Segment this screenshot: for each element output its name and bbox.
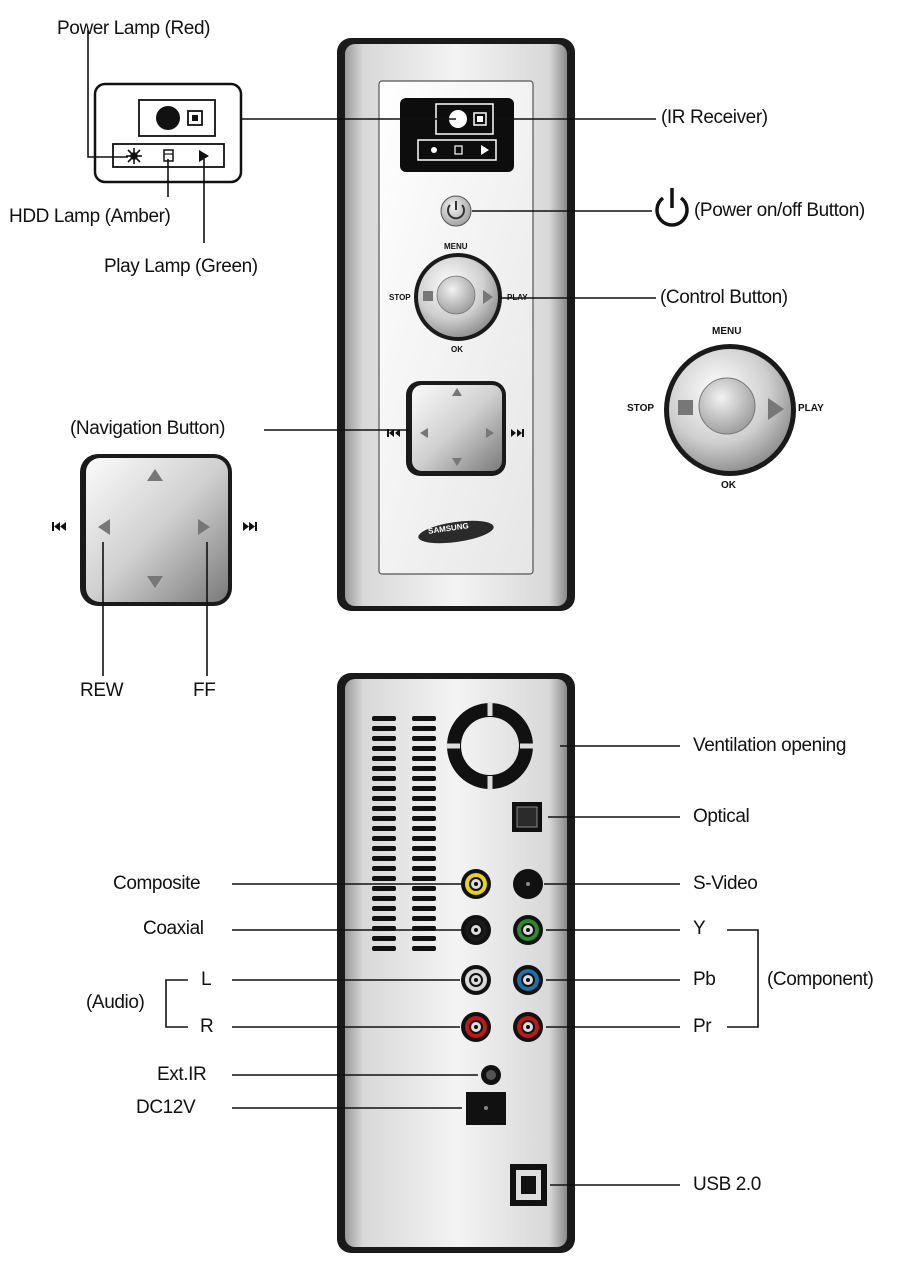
s-video-jack xyxy=(513,869,543,899)
ext-ir-label: Ext.IR xyxy=(157,1064,207,1085)
power-lamp-label: Power Lamp (Red) xyxy=(57,18,211,39)
component-label: (Component) xyxy=(767,969,874,990)
dc12v-port xyxy=(466,1092,506,1125)
control-button-detail xyxy=(664,344,796,476)
coaxial-jack xyxy=(461,915,491,945)
s-video-label: S-Video xyxy=(693,873,758,894)
device-menu-label: MENU xyxy=(444,242,468,251)
device-ok-label: OK xyxy=(451,345,463,354)
control-stop-label: STOP xyxy=(627,403,655,414)
rewind-icon xyxy=(52,522,66,531)
rew-label: REW xyxy=(80,680,124,701)
usb-label: USB 2.0 xyxy=(693,1174,761,1195)
vent-slots xyxy=(372,716,436,951)
power-button-front[interactable] xyxy=(440,195,472,227)
component-pr-jack xyxy=(513,1012,543,1042)
navigation-button-label: (Navigation Button) xyxy=(70,418,226,439)
ir-receiver-label: (IR Receiver) xyxy=(661,107,768,128)
audio-l-jack xyxy=(461,965,491,995)
ventilation-label: Ventilation opening xyxy=(693,735,846,756)
navigation-pad-front[interactable] xyxy=(387,381,524,476)
optical-label: Optical xyxy=(693,806,750,827)
y-label: Y xyxy=(693,918,706,939)
coaxial-label: Coaxial xyxy=(143,918,204,939)
navigation-button-detail xyxy=(52,454,257,606)
control-menu-label: MENU xyxy=(712,326,742,337)
device-play-label: PLAY xyxy=(507,293,528,302)
lamp-detail-inset xyxy=(93,82,243,184)
fast-forward-icon xyxy=(243,522,257,531)
power-button-label: (Power on/off Button) xyxy=(694,200,865,221)
play-icon xyxy=(199,150,209,162)
component-pb-jack xyxy=(513,965,543,995)
power-icon xyxy=(655,188,689,227)
usb-port xyxy=(510,1164,547,1206)
hdd-lamp-label: HDD Lamp (Amber) xyxy=(9,206,171,227)
play-lamp-label: Play Lamp (Green) xyxy=(104,256,258,277)
dc12v-label: DC12V xyxy=(136,1097,196,1118)
l-label: L xyxy=(201,969,212,990)
optical-port xyxy=(512,802,542,832)
ext-ir-port xyxy=(481,1065,501,1085)
pb-label: Pb xyxy=(693,969,716,990)
control-button-label: (Control Button) xyxy=(660,287,788,308)
control-ok-label: OK xyxy=(721,480,736,491)
sun-icon xyxy=(126,148,142,164)
samsung-logo xyxy=(418,520,494,544)
ff-label: FF xyxy=(193,680,216,701)
pr-label: Pr xyxy=(693,1016,712,1037)
r-label: R xyxy=(200,1016,214,1037)
control-play-label: PLAY xyxy=(798,403,824,414)
composite-jack xyxy=(461,869,491,899)
rear-panel xyxy=(337,673,575,1253)
control-dial-front[interactable] xyxy=(414,253,502,341)
front-panel xyxy=(337,38,575,611)
device-stop-label: STOP xyxy=(389,293,411,302)
audio-r-jack xyxy=(461,1012,491,1042)
audio-label: (Audio) xyxy=(86,992,145,1013)
ventilation-fan xyxy=(446,702,534,790)
leader-lines xyxy=(87,30,759,1186)
composite-label: Composite xyxy=(113,873,201,894)
component-y-jack xyxy=(513,915,543,945)
